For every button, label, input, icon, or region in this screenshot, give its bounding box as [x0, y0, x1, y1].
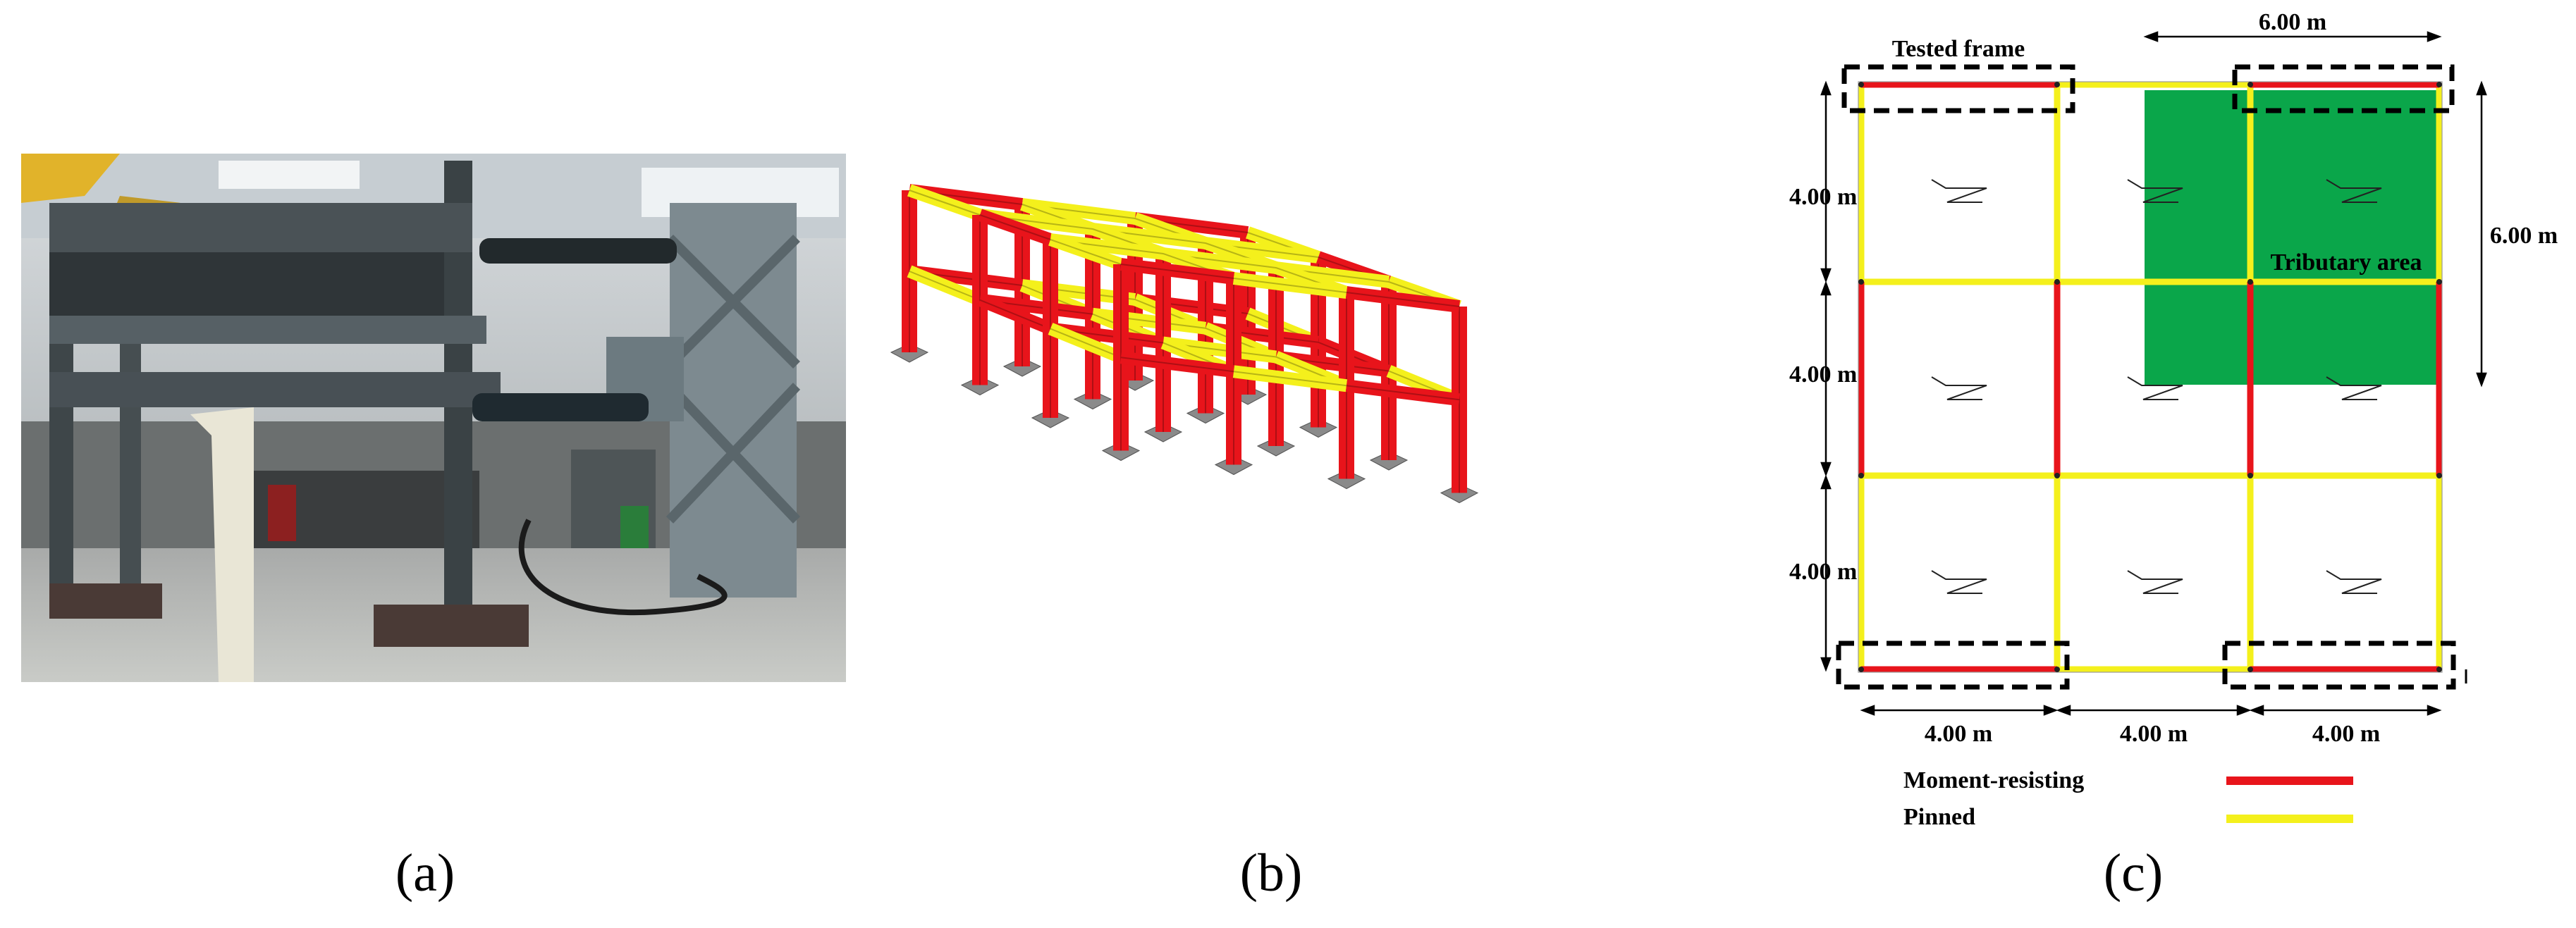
tributary-area	[2145, 90, 2439, 385]
moment-resisting-members	[1858, 81, 2443, 673]
member-edge	[979, 214, 1051, 240]
dimension-lines	[1820, 31, 2487, 716]
pinned-member	[1232, 365, 1348, 392]
pinned-member	[907, 265, 983, 307]
legend-moment-label: Moment-resisting	[1903, 767, 2084, 793]
pinned-member	[1232, 272, 1348, 299]
member-edge	[1233, 371, 1347, 387]
member-edge	[1120, 357, 1234, 373]
plan-view: Tested frame 6.00 m 6.00 m Tributary are…	[1789, 0, 2576, 846]
bottom-dimension-3: 4.00 m	[2312, 721, 2380, 747]
tested-frame-label: Tested frame	[1892, 36, 2025, 62]
moment-member	[1120, 351, 1235, 378]
pinned-member	[1048, 323, 1124, 364]
member-edge	[1346, 292, 1460, 307]
moment-member	[1120, 258, 1235, 285]
plan-nodes	[1858, 82, 2442, 672]
member-edge	[1050, 328, 1122, 359]
slab-span-symbols	[1931, 179, 2382, 594]
lab-photo	[21, 154, 846, 682]
left-dimension-1: 4.00 m	[1789, 184, 1857, 210]
top-dimension-label: 6.00 m	[2259, 9, 2326, 35]
legend-pinned-label: Pinned	[1903, 804, 1975, 830]
moment-member	[1345, 286, 1461, 313]
member-edge	[1233, 278, 1347, 293]
moment-member	[977, 294, 1053, 335]
moment-member	[1345, 379, 1461, 407]
moment-member	[978, 209, 1053, 246]
member-edge	[979, 299, 1051, 330]
pinned-member	[907, 184, 982, 221]
left-dimension-3: 4.00 m	[1789, 559, 1857, 585]
left-dimension-2: 4.00 m	[1789, 361, 1857, 388]
tested-frame-boxes	[1836, 64, 2456, 690]
lab-photo-drawing	[21, 154, 846, 682]
frame-3d-model	[881, 127, 1685, 712]
bottom-dimension-2: 4.00 m	[2120, 721, 2188, 747]
right-dimension-label: 6.00 m	[2490, 223, 2558, 249]
pinned-member	[1048, 233, 1123, 271]
member-edge	[909, 190, 981, 216]
member-edge	[909, 271, 981, 301]
member-edge	[1346, 385, 1460, 401]
tributary-area-label: Tributary area	[2271, 249, 2422, 276]
member-edge	[1120, 264, 1234, 279]
member-edge	[1050, 239, 1122, 265]
bottom-dimension-1: 4.00 m	[1925, 721, 1992, 747]
subfigure-label-b: (b)	[1239, 843, 1303, 903]
subfigure-label-a: (a)	[395, 843, 455, 903]
plan-view-drawing: Tested frame 6.00 m 6.00 m Tributary are…	[1789, 9, 2558, 830]
subfigure-label-c: (c)	[2103, 843, 2164, 903]
frame-3d-drawing	[890, 184, 1479, 504]
